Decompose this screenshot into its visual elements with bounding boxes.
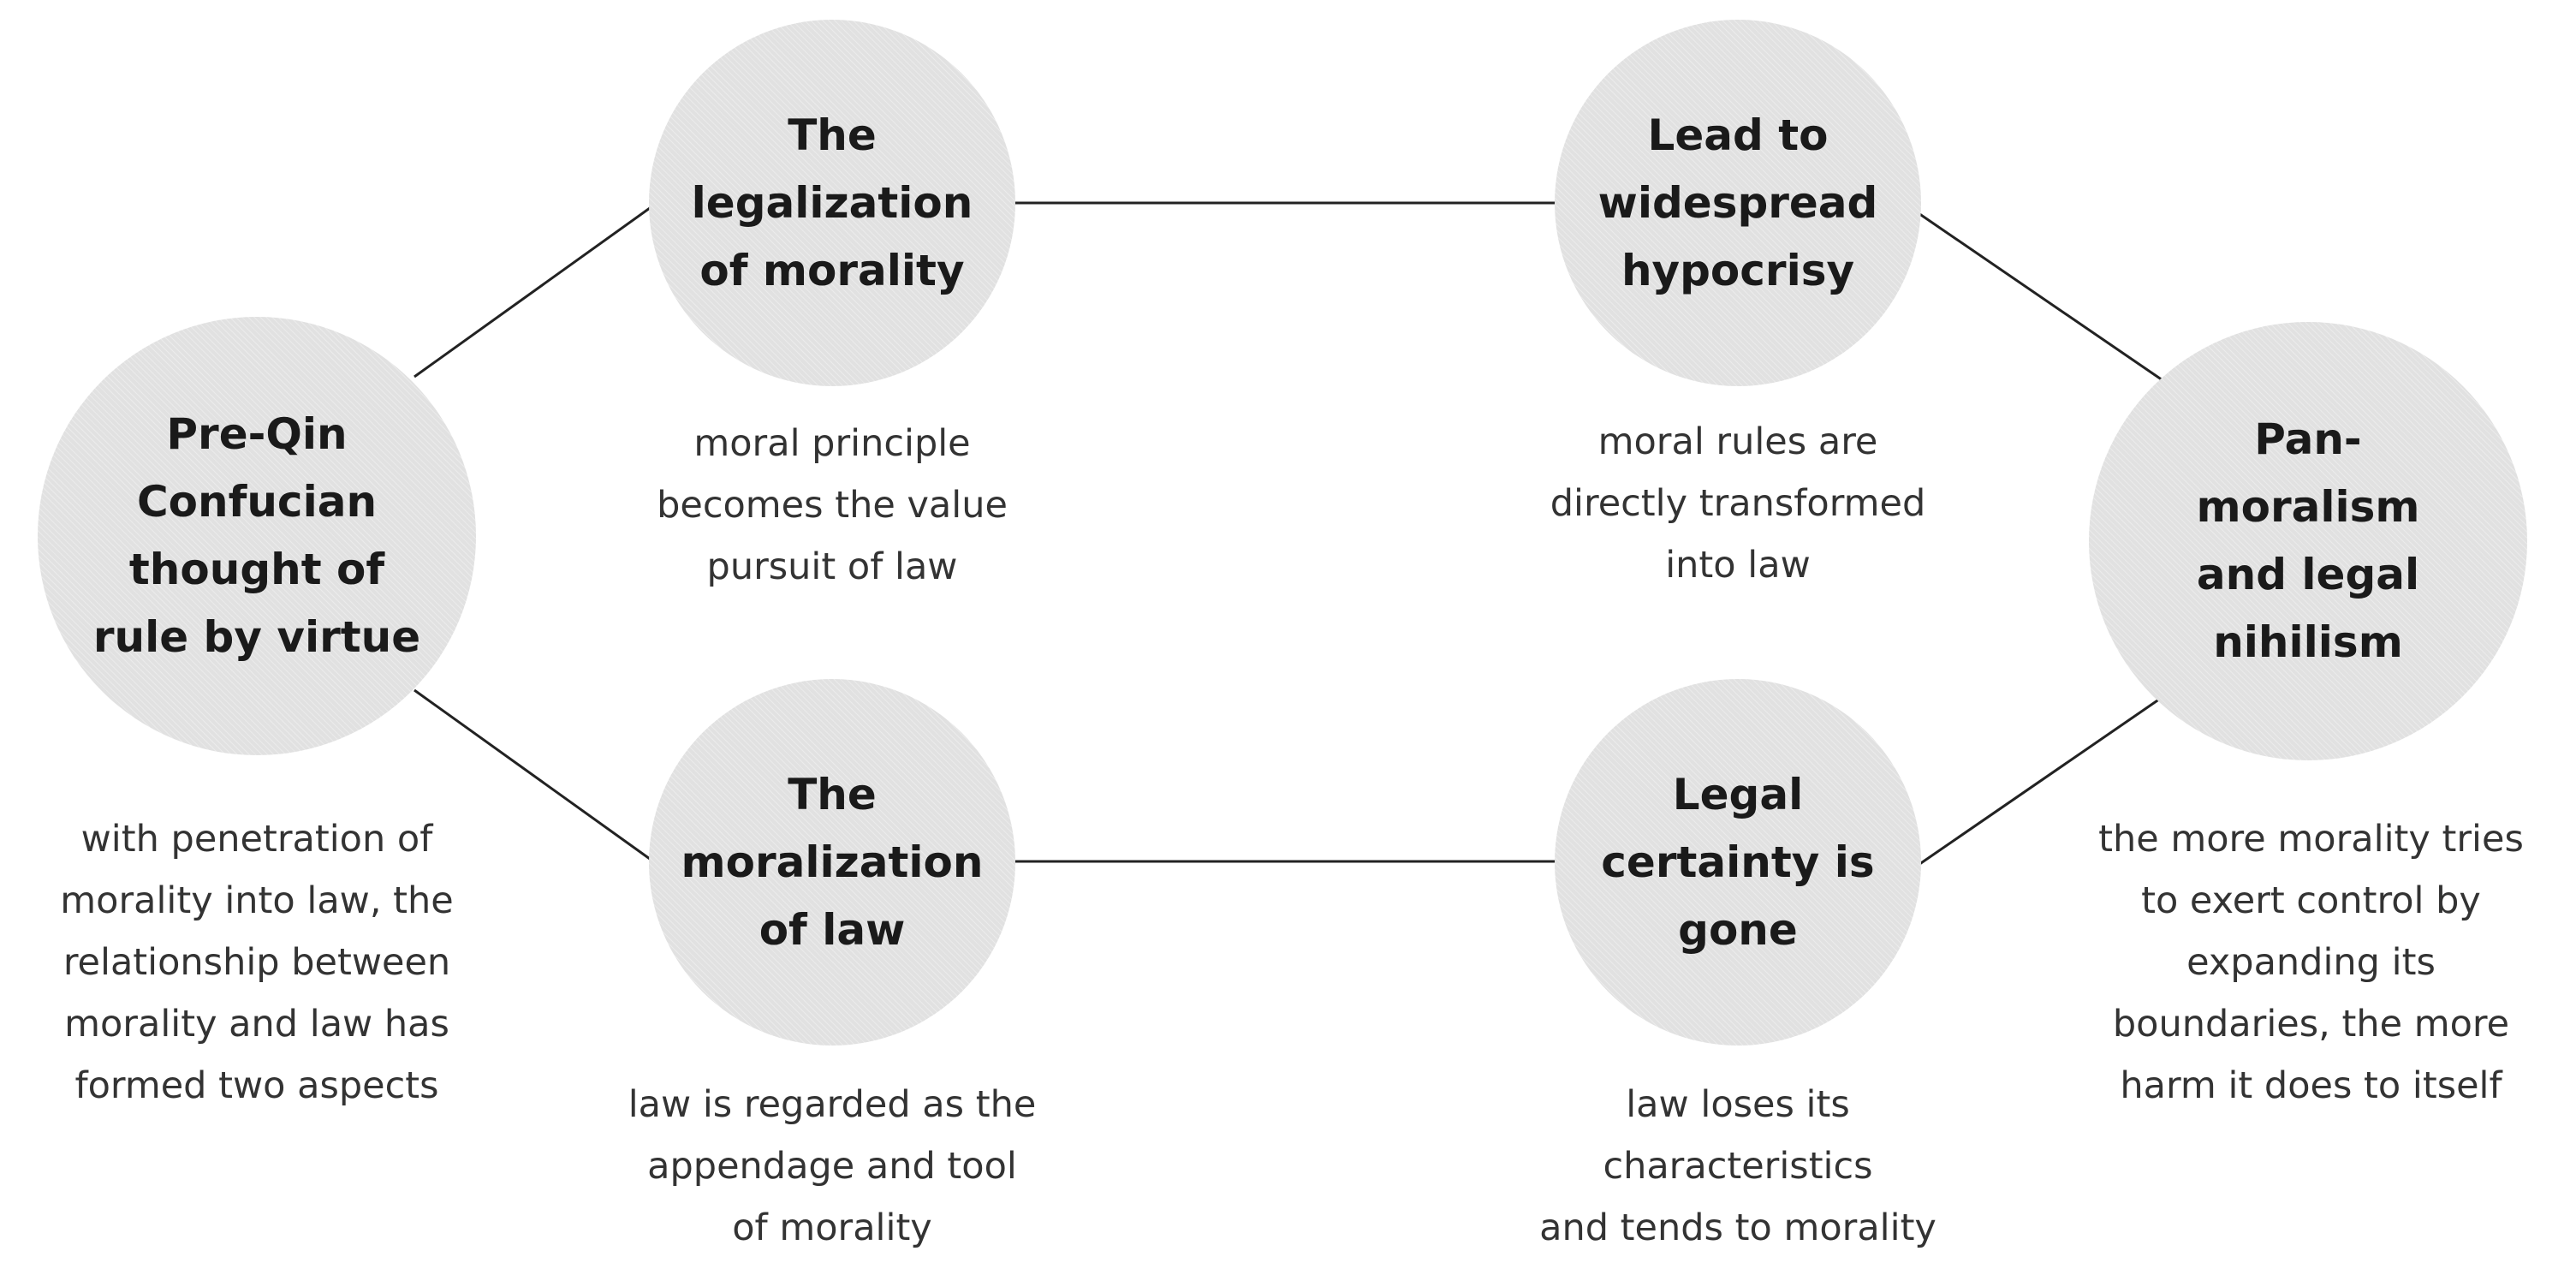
note-pre-qin-confucian: with penetration of morality into law, t… [60, 818, 454, 1107]
node-moralization-of-law-label: The moralization of law [681, 769, 984, 955]
node-pre-qin-confucian-label: Pre-Qin Confucian thought of rule by vir… [92, 409, 421, 662]
edge-certainty-to-pan-moralism [1915, 695, 2163, 868]
node-legal-certainty-gone-label: Legal certainty is gone [1601, 769, 1875, 955]
note-legalization-of-morality: moral principle becomes the value pursui… [657, 422, 1008, 588]
note-pan-moralism: the more morality tries to exert control… [2098, 818, 2524, 1107]
edge-preqin-to-legalization [413, 202, 657, 378]
node-pan-moralism-label: Pan- moralism and legal nihilism [2196, 414, 2420, 667]
node-pan-moralism: Pan- moralism and legal nihilism [2089, 322, 2527, 760]
edge-preqin-to-moralization [413, 688, 657, 865]
edge-hypocrisy-to-pan-moralism [1915, 210, 2163, 382]
note-moralization-of-law: law is regarded as the appendage and too… [628, 1083, 1037, 1249]
node-pre-qin-confucian: Pre-Qin Confucian thought of rule by vir… [38, 317, 476, 755]
node-legalization-of-morality-label: The legalization of morality [691, 110, 973, 295]
node-widespread-hypocrisy: Lead to widespread hypocrisy [1555, 20, 1921, 386]
node-legal-certainty-gone: Legal certainty is gone [1555, 679, 1921, 1046]
node-moralization-of-law: The moralization of law [649, 679, 1015, 1046]
node-legalization-of-morality: The legalization of morality [649, 20, 1015, 386]
note-widespread-hypocrisy: moral rules are directly transformed int… [1550, 420, 1926, 587]
node-widespread-hypocrisy-label: Lead to widespread hypocrisy [1597, 110, 1878, 295]
note-legal-certainty-gone: law loses its characteristics and tends … [1539, 1083, 1936, 1249]
